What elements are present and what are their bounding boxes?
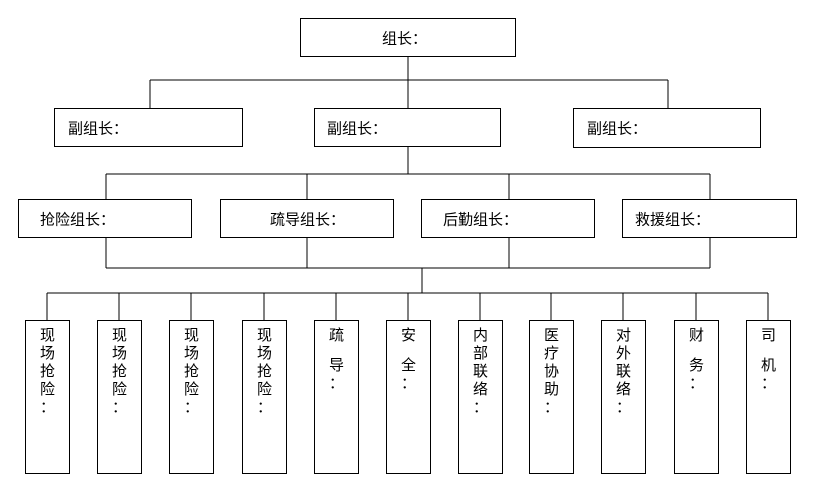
member-label-char: 络 (472, 380, 488, 398)
member-box-7: 内部联络： (458, 320, 503, 474)
member-label-char: 对 (615, 326, 631, 344)
member-label-char: 协 (543, 362, 559, 380)
team-leader-label: 救援组长： (635, 210, 711, 228)
member-label-char: 务 (688, 356, 704, 374)
member-label: 安 全： (387, 326, 430, 392)
member-label: 医疗协助： (530, 326, 573, 416)
member-label-char: 险 (256, 380, 272, 398)
member-label-char: ： (760, 374, 776, 392)
member-label-char: ： (615, 398, 631, 416)
member-label-char: 司 (760, 326, 776, 344)
team-leader-label: 后勤组长： (443, 210, 519, 228)
member-label-char: 导 (328, 356, 344, 374)
member-label: 内部联络： (459, 326, 502, 416)
leader-label: 组长： (382, 29, 428, 47)
team-leader-label: 疏导组长： (270, 210, 346, 228)
member-label-char: 场 (256, 344, 272, 362)
member-label-char: ： (328, 374, 344, 392)
member-label-char: 医 (543, 326, 559, 344)
member-label-char: 全 (400, 356, 416, 374)
member-label-char: 现 (256, 326, 272, 344)
member-box-3: 现场抢险： (169, 320, 214, 474)
member-label-char: 助 (543, 380, 559, 398)
member-label-char: 联 (615, 362, 631, 380)
member-box-2: 现场抢险： (97, 320, 142, 474)
member-label-char: 内 (472, 326, 488, 344)
team-leader-box-4: 救援组长： (622, 199, 797, 238)
member-label-char: 场 (183, 344, 199, 362)
member-label-char: ： (256, 398, 272, 416)
member-label: 现场抢险： (243, 326, 286, 416)
member-label-char (747, 344, 790, 356)
member-label-char: 络 (615, 380, 631, 398)
deputy-label: 副组长： (68, 119, 129, 137)
member-label-char: 现 (39, 326, 55, 344)
member-label-char: 疗 (543, 344, 559, 362)
member-label-char: 现 (111, 326, 127, 344)
member-label-char: ： (400, 374, 416, 392)
member-label-char: 外 (615, 344, 631, 362)
member-label: 疏 导： (315, 326, 358, 392)
team-leader-label: 抢险组长： (40, 210, 116, 228)
member-label-char: 抢 (111, 362, 127, 380)
member-label-char: 财 (688, 326, 704, 344)
member-box-5: 疏 导： (314, 320, 359, 474)
member-label: 对外联络： (602, 326, 645, 416)
deputy-label: 副组长： (327, 119, 388, 137)
member-label: 司 机： (747, 326, 790, 392)
member-label: 现场抢险： (98, 326, 141, 416)
member-label-char: 现 (183, 326, 199, 344)
member-label-char: 险 (111, 380, 127, 398)
member-label-char: 抢 (183, 362, 199, 380)
member-label-char: ： (39, 398, 55, 416)
member-label-char: ： (472, 398, 488, 416)
member-label-char: ： (111, 398, 127, 416)
member-label-char: 部 (472, 344, 488, 362)
member-label-char: 抢 (39, 362, 55, 380)
member-label-char: 场 (111, 344, 127, 362)
member-box-1: 现场抢险： (25, 320, 70, 474)
member-label-char: ： (688, 374, 704, 392)
member-label-char (315, 344, 358, 356)
member-label-char: 险 (39, 380, 55, 398)
member-label-char (675, 344, 718, 356)
member-box-8: 医疗协助： (529, 320, 574, 474)
member-label: 现场抢险： (170, 326, 213, 416)
deputy-label: 副组长： (587, 119, 648, 138)
member-label-char (387, 344, 430, 356)
member-box-6: 安 全： (386, 320, 431, 474)
member-label-char: ： (183, 398, 199, 416)
member-label-char: ： (543, 398, 559, 416)
member-box-11: 司 机： (746, 320, 791, 474)
member-label-char: 安 (400, 326, 416, 344)
member-label: 现场抢险： (26, 326, 69, 416)
deputy-box-2: 副组长： (314, 108, 501, 147)
leader-box: 组长： (300, 18, 516, 57)
member-label: 财 务： (675, 326, 718, 392)
team-leader-box-3: 后勤组长： (421, 199, 595, 238)
member-label-char: 机 (760, 356, 776, 374)
member-box-10: 财 务： (674, 320, 719, 474)
member-box-9: 对外联络： (601, 320, 646, 474)
deputy-box-3: 副组长： (573, 108, 761, 148)
deputy-box-1: 副组长： (54, 108, 243, 147)
member-box-4: 现场抢险： (242, 320, 287, 474)
member-label-char: 疏 (328, 326, 344, 344)
member-label-char: 险 (183, 380, 199, 398)
member-label-char: 联 (472, 362, 488, 380)
team-leader-box-1: 抢险组长： (18, 199, 192, 238)
member-label-char: 场 (39, 344, 55, 362)
member-label-char: 抢 (256, 362, 272, 380)
team-leader-box-2: 疏导组长： (220, 199, 394, 238)
